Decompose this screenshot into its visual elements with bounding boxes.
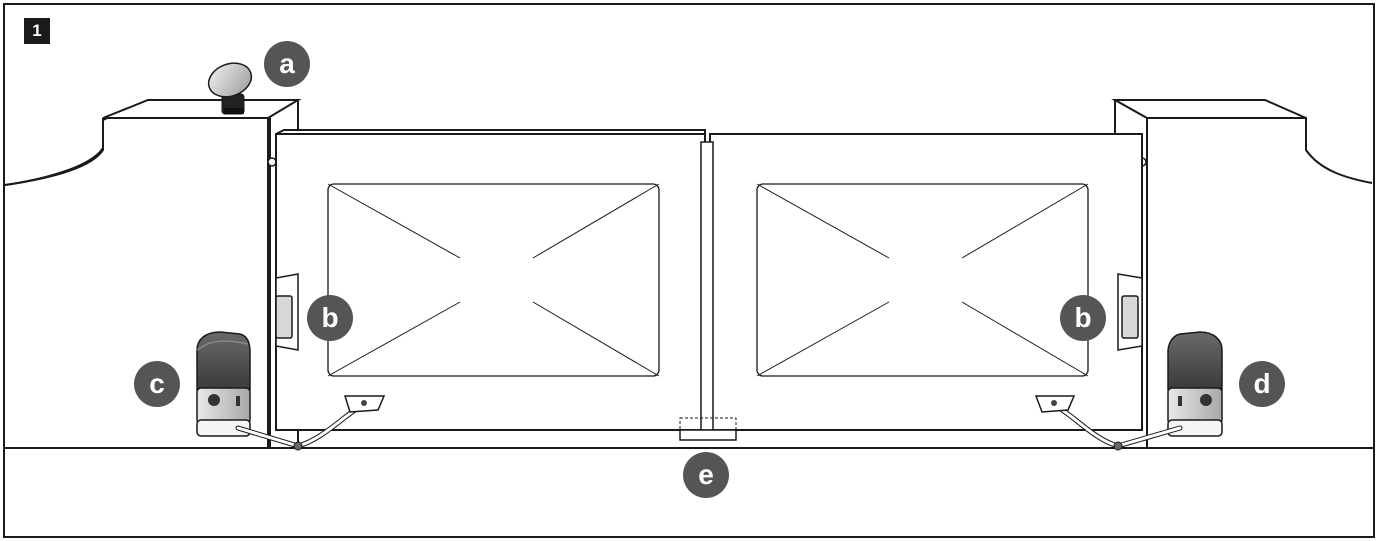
left-pillar	[102, 99, 302, 119]
right-gate-panel	[756, 183, 1089, 377]
callout-photocell-left: b	[307, 295, 353, 341]
callout-flashing-light: a	[264, 41, 310, 87]
left-wall-curve	[4, 147, 104, 186]
right-pillar	[1111, 99, 1307, 119]
callout-gate-stop: e	[683, 452, 729, 498]
gearmotor-right	[1167, 331, 1223, 437]
gearmotor-left	[196, 331, 251, 437]
flashing-light	[207, 62, 253, 115]
center-post	[700, 141, 714, 431]
callout-photocell-right: b	[1060, 295, 1106, 341]
left-gate-panel	[327, 183, 660, 377]
photocell-left	[275, 295, 293, 339]
right-gate-leaf	[709, 133, 1143, 431]
photocell-right	[1121, 295, 1139, 339]
callout-gearmotor-right: d	[1239, 361, 1285, 407]
callout-gearmotor-left: c	[134, 361, 180, 407]
figure-number: 1	[24, 18, 50, 44]
frame	[3, 3, 1375, 538]
